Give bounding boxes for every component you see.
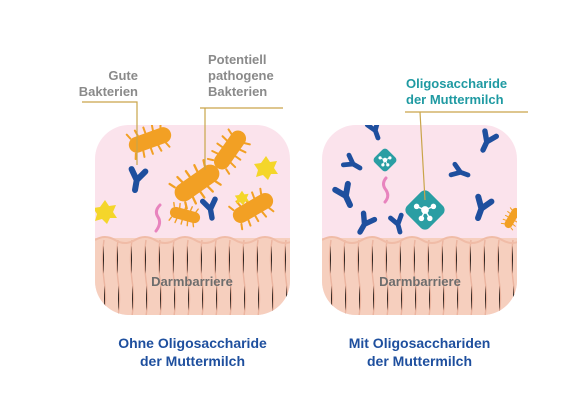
caption-left-line1: Ohne Oligosaccharide	[118, 335, 267, 351]
leader-line-gute	[82, 101, 138, 165]
caption-left: Ohne Oligosaccharide der Muttermilch	[95, 334, 290, 370]
callout-oligo-line2: der Muttermilch	[406, 92, 504, 107]
callout-oligo-line1: Oligosaccharide	[406, 76, 508, 91]
callout-oligosaccharide: Oligosaccharide der Muttermilch	[406, 76, 546, 108]
leader-line-pathogen	[200, 107, 283, 170]
leader-line-oligo	[405, 111, 528, 201]
callout-pathogen-line3: Bakterien	[208, 84, 268, 99]
caption-left-line2: der Muttermilch	[139, 353, 245, 369]
callout-gute-bakterien: Gute Bakterien	[74, 68, 138, 100]
right-panel: Darmbarriere	[322, 111, 528, 315]
callout-pathogen-line1: Potentiell	[208, 52, 267, 67]
barrier-label-right: Darmbarriere	[379, 274, 461, 289]
caption-right: Mit Oligosacchariden der Muttermilch	[322, 334, 517, 370]
caption-right-line1: Mit Oligosacchariden	[348, 335, 491, 351]
flagellum	[154, 203, 162, 233]
callout-gute-line2: Bakterien	[78, 84, 138, 99]
flagellum	[382, 176, 390, 204]
left-panel: Darmbarriere	[82, 101, 290, 315]
callout-gute-line1: Gute	[108, 68, 138, 83]
callout-pathogene-bakterien: Potentiell pathogene Bakterien	[208, 52, 298, 100]
caption-right-line2: der Muttermilch	[366, 353, 472, 369]
barrier-cells-left	[101, 239, 289, 315]
callout-pathogen-line2: pathogene	[208, 68, 274, 83]
barrier-label-left: Darmbarriere	[151, 274, 233, 289]
